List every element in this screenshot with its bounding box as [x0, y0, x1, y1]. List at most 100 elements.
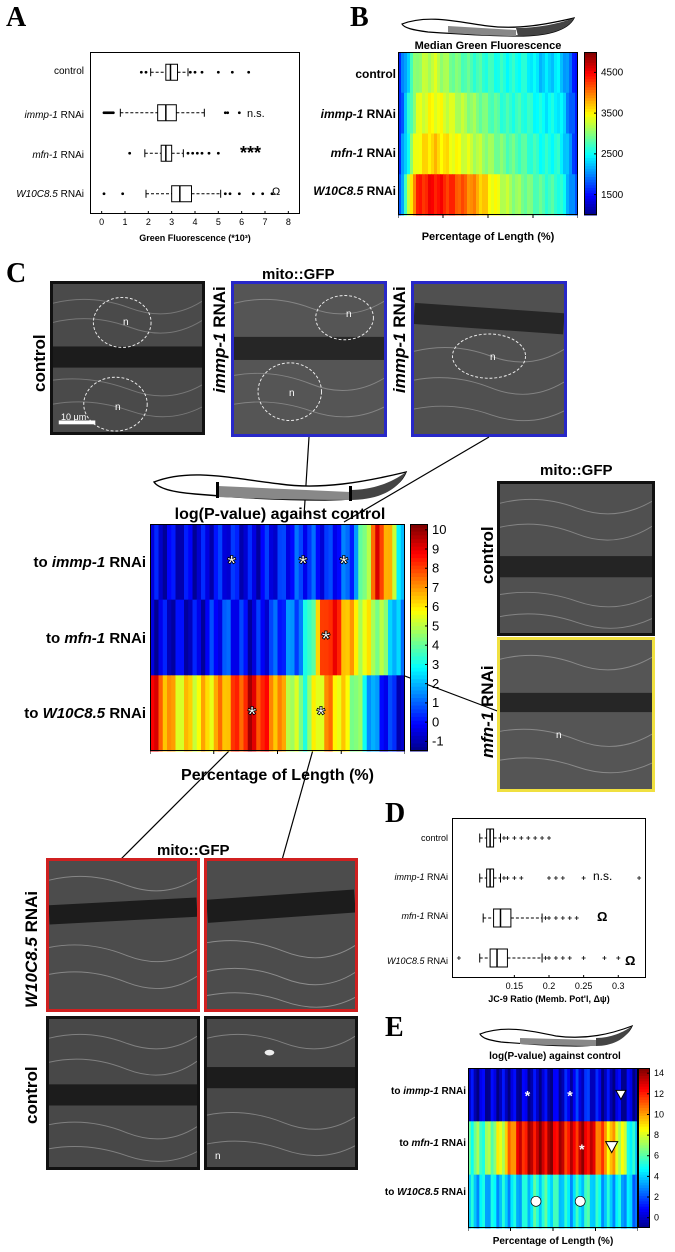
x-tick-label: 5: [216, 217, 221, 227]
heatmap-cell: [496, 1068, 500, 1122]
colorbar-segment: [584, 163, 597, 167]
heatmap-cell: [598, 1121, 602, 1176]
heatmap-cell: [487, 1068, 492, 1122]
triangle-marker: [615, 1089, 627, 1101]
plot-frame: [452, 818, 646, 978]
heatmap-cell: [446, 92, 450, 134]
panel-a-row-label-3: W10C8.5 RNAi: [16, 189, 84, 200]
mfn-label: mfn-1 RNAi: [478, 665, 497, 758]
heatmap-cell: [575, 52, 578, 94]
heatmap-cell: [512, 133, 516, 175]
heatmap-cell: [404, 52, 408, 94]
colorbar-segment: [410, 747, 428, 752]
colorbar-segment: [638, 1158, 650, 1162]
heatmap-cell: [527, 52, 531, 94]
outlier-point: [543, 916, 548, 920]
heatmap-cell: [485, 1068, 489, 1122]
outlier-point: [228, 192, 232, 196]
colorbar-segment: [410, 732, 428, 737]
heatmap-cell: [542, 92, 546, 134]
colorbar-segment: [638, 1092, 650, 1096]
heatmap-cell: [558, 1174, 562, 1229]
heatmap-cell: [398, 133, 402, 175]
heatmap-cell: [494, 133, 498, 175]
heatmap-cell: [324, 599, 329, 676]
heatmap-cell: [437, 92, 441, 134]
outlier-point: [567, 956, 572, 960]
colorbar-segment: [410, 592, 428, 597]
heatmap-cell: [567, 1174, 571, 1229]
heatmap-cell: [476, 174, 480, 216]
heatmap-cell: [561, 1121, 565, 1176]
heatmap-cell: [551, 133, 555, 175]
plot-frame: [398, 52, 578, 215]
x-tick-label: 75: [587, 1068, 605, 1072]
outlier-point: [188, 70, 192, 74]
heatmap-cell: [554, 92, 558, 134]
panel-b-row-label-0: control: [355, 67, 396, 81]
heatmap-cell: [464, 174, 468, 216]
colorbar-tick-label: 6: [654, 1151, 659, 1161]
heatmap-cell: [507, 1174, 511, 1229]
heatmap-cell: [509, 174, 513, 216]
colorbar-segment: [410, 614, 428, 620]
heatmap-cell: [536, 52, 540, 94]
heatmap-cell: [311, 599, 317, 676]
colorbar-segment: [584, 109, 597, 113]
outlier-point: [144, 70, 148, 74]
heatmap-cell: [521, 1174, 526, 1229]
colorbar-tick-label: 1500: [601, 190, 624, 201]
colorbar-segment: [638, 1078, 650, 1082]
significance-star-marker: [574, 1195, 586, 1207]
heatmap-cell: [575, 1068, 579, 1122]
heatmap-cell: [294, 599, 300, 676]
heatmap-cell: [269, 599, 274, 676]
heatmap-cell: [606, 1174, 611, 1229]
colorbar-segment: [638, 1105, 650, 1109]
heatmap-cell: [533, 1068, 537, 1122]
heatmap-cell: [422, 92, 426, 134]
heatmap-cell: [434, 52, 438, 94]
heatmap-cell: [473, 92, 477, 134]
heatmap-cell: [606, 1068, 611, 1122]
nucleus-label: n: [556, 730, 562, 741]
heatmap-cell: [440, 133, 444, 175]
outlier-point: [581, 956, 586, 960]
heatmap-cell: [328, 599, 334, 676]
w10-label: W10C8.5 RNAi: [22, 890, 41, 1008]
heatmap-cell: [541, 1174, 545, 1229]
x-tick-label: 0.25: [575, 981, 593, 991]
heatmap-cell: [354, 675, 359, 752]
colorbar-segment: [584, 133, 597, 137]
heatmap-cell: [269, 524, 274, 601]
panel-d-sig-3: Ω: [625, 953, 636, 968]
colorbar-segment: [638, 1124, 650, 1128]
heatmap-cell: [337, 599, 342, 676]
heatmap-cell: [401, 92, 405, 134]
heatmap-cell: [470, 1068, 475, 1122]
heatmap-cell: [252, 675, 257, 752]
heatmap-cell: [521, 92, 525, 134]
colorbar-tick-label: 5: [432, 618, 439, 633]
colorbar-tick-label: 3500: [601, 108, 624, 119]
significance-star-marker: [530, 1195, 542, 1207]
outlier-point: [111, 111, 115, 115]
heatmap-cell: [188, 524, 193, 601]
colorbar-segment: [584, 195, 597, 200]
panel-d-row-label-2: mfn-1 RNAi: [401, 911, 448, 921]
heatmap-cell: [635, 1121, 638, 1176]
control-label-bottom: control: [22, 1066, 41, 1124]
colorbar-segment: [410, 626, 428, 631]
colorbar-segment: [638, 1102, 650, 1106]
heatmap-cell: [452, 52, 456, 94]
heatmap-cell: [572, 1068, 577, 1122]
heatmap-cell: [392, 599, 397, 676]
outlier-point: [519, 836, 524, 840]
heatmap-cell: [554, 174, 558, 216]
micrograph-mfn-1: n: [497, 637, 655, 792]
mito-label-bottom: mito::GFP: [157, 842, 230, 859]
heatmap-cell: [572, 174, 576, 216]
heatmap-cell: [527, 174, 531, 216]
outlier-point: [121, 192, 125, 196]
heatmap-cell: [575, 92, 578, 134]
